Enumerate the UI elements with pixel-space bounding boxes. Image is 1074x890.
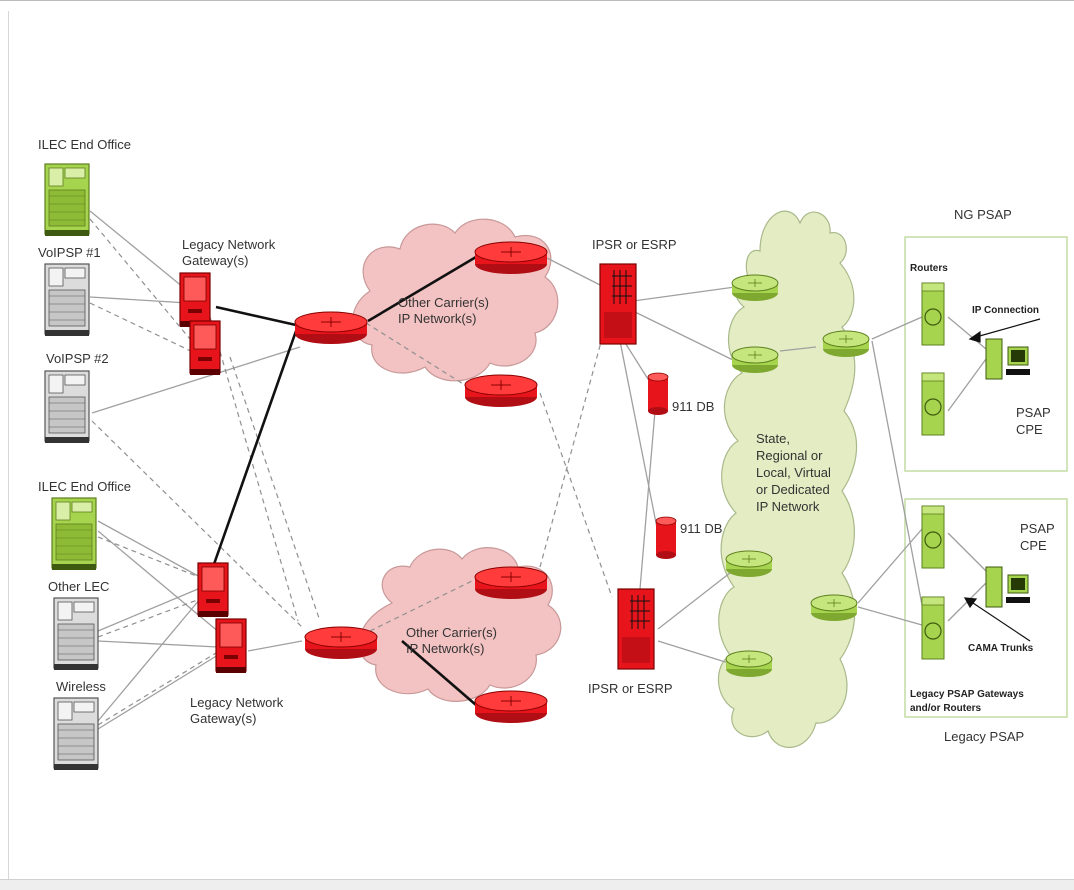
voipsp-2-switch-icon	[44, 370, 90, 444]
carrier-router-right-bottom-icon	[474, 690, 548, 724]
other-carrier-top-label-1: Other Carrier(s)	[398, 295, 489, 310]
ipsr-esrp-bottom-icon	[617, 588, 655, 670]
ilec-end-office-bottom-switch-icon	[51, 497, 97, 571]
legacy-psap-box	[904, 498, 1068, 718]
ipsr-top-label: IPSR or ESRP	[592, 237, 677, 252]
other-carrier-bottom-label-1: Other Carrier(s)	[406, 625, 497, 640]
legacy-gateway-top-b-icon	[189, 320, 221, 376]
legacy-psap-gateway-1-icon	[921, 505, 945, 569]
black-links	[211, 255, 477, 706]
ilec-end-office-bottom-label: ILEC End Office	[38, 479, 131, 494]
voipsp-1-switch-icon	[44, 263, 90, 337]
frame-bottom-rule	[0, 879, 1074, 890]
psap-cpe-top-label-2: CPE	[1016, 422, 1043, 437]
legacy-gateway-top-label-2: Gateway(s)	[182, 253, 248, 268]
annotation-arrows	[963, 318, 1041, 642]
ng-psap-router-1-icon	[921, 282, 945, 346]
state-network-label-2: Regional or	[756, 448, 823, 463]
ipsr-esrp-top-icon	[599, 263, 637, 345]
ng-psap-cpe-workstation-icon	[985, 338, 1031, 380]
ip-connection-label: IP Connection	[972, 305, 1039, 316]
state-router-4-icon	[725, 650, 773, 678]
state-network-label-4: or Dedicated	[756, 482, 830, 497]
state-router-1-icon	[731, 274, 779, 302]
state-router-2-icon	[731, 346, 779, 374]
carrier-router-right-top-icon	[474, 241, 548, 275]
911-db-top-icon	[647, 372, 669, 416]
wireless-switch-icon	[53, 697, 99, 771]
voipsp-2-label: VoIPSP #2	[46, 351, 109, 366]
carrier-router-left-bottom-icon	[304, 626, 378, 660]
state-network-label-3: Local, Virtual	[756, 465, 831, 480]
ilec-end-office-top-label: ILEC End Office	[38, 137, 131, 152]
cama-trunks-label: CAMA Trunks	[968, 643, 1034, 654]
psap-edge-router-top-icon	[822, 330, 870, 358]
carrier-router-right-mid-icon	[464, 374, 538, 408]
legacy-gateway-bottom-label-2: Gateway(s)	[190, 711, 256, 726]
wireless-label: Wireless	[56, 679, 106, 694]
legacy-gateway-bottom-label-1: Legacy Network	[190, 695, 284, 710]
other-lec-label: Other LEC	[48, 579, 109, 594]
legacy-psap-label: Legacy PSAP	[944, 729, 1024, 744]
legacy-psap-gateway-2-icon	[921, 596, 945, 660]
carrier-router-right-lower-icon	[474, 566, 548, 600]
psap-cpe-bottom-label-1: PSAP	[1020, 521, 1055, 536]
911-db-top-label: 911 DB	[672, 399, 714, 414]
ng-psap-box	[904, 236, 1068, 472]
legacy-gateway-top-label-1: Legacy Network	[182, 237, 276, 252]
ilec-end-office-top-switch-icon	[44, 163, 90, 237]
carrier-router-left-top-icon	[294, 311, 368, 345]
911-db-bottom-label: 911 DB	[680, 521, 722, 536]
state-router-3-icon	[725, 550, 773, 578]
routers-label: Routers	[910, 263, 948, 274]
ng-psap-label: NG PSAP	[954, 207, 1012, 222]
911-db-bottom-icon	[655, 516, 677, 560]
dashed-links	[89, 218, 613, 726]
psap-cpe-top-label-1: PSAP	[1016, 405, 1051, 420]
other-lec-switch-icon	[53, 597, 99, 671]
ipsr-bottom-label: IPSR or ESRP	[588, 681, 673, 696]
psap-cpe-bottom-label-2: CPE	[1020, 538, 1047, 553]
other-carrier-top-label-2: IP Network(s)	[398, 311, 477, 326]
legacy-psap-cpe-workstation-icon	[985, 566, 1031, 608]
legacy-gateway-bottom-b-icon	[215, 618, 247, 674]
state-network-label-5: IP Network	[756, 499, 820, 514]
legacy-gateway-top-a-icon	[179, 272, 211, 328]
legacy-gateway-bottom-a-icon	[197, 562, 229, 618]
ng-psap-router-2-icon	[921, 372, 945, 436]
state-network-label-1: State,	[756, 431, 790, 446]
psap-edge-router-bottom-icon	[810, 594, 858, 622]
frame-left-rule	[8, 11, 9, 879]
legacy-gateways-routers-label-1: Legacy PSAP Gateways	[910, 689, 1024, 700]
legacy-gateways-routers-label-2: and/or Routers	[910, 703, 982, 714]
voipsp-1-label: VoIPSP #1	[38, 245, 101, 260]
other-carrier-bottom-label-2: IP Network(s)	[406, 641, 485, 656]
